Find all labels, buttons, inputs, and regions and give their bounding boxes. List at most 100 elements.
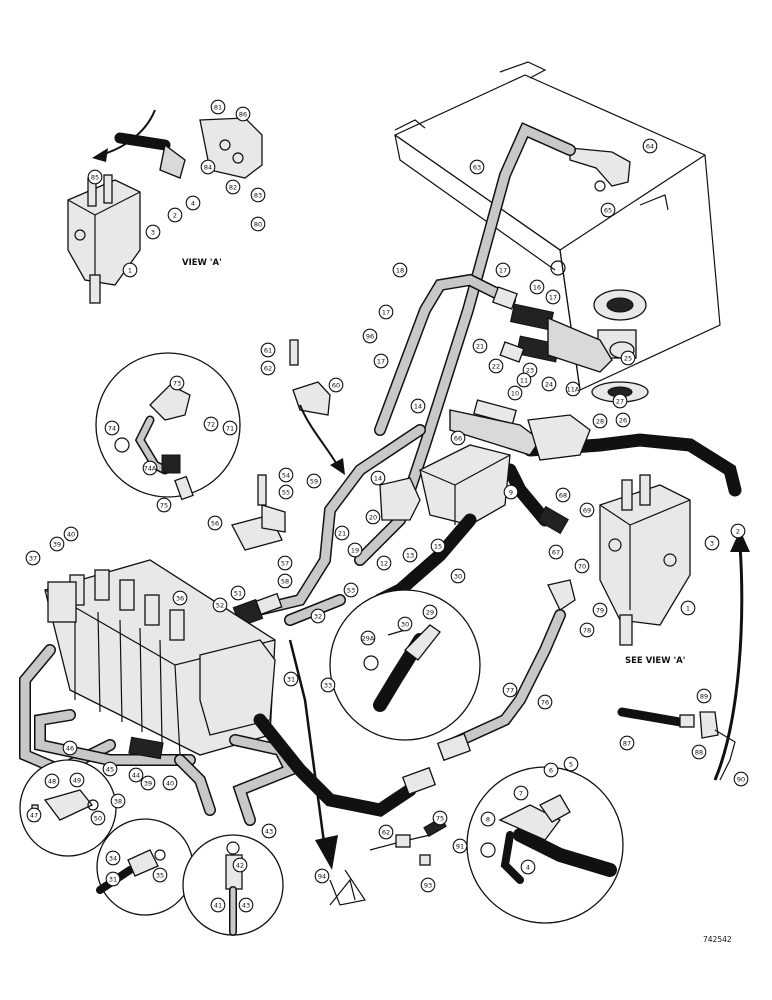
callout-label: 69 xyxy=(583,506,591,514)
callout-79: 79 xyxy=(592,602,608,618)
callout-14: 14 xyxy=(370,470,386,486)
callout-circle xyxy=(420,877,436,893)
callout-label: 45 xyxy=(106,765,114,773)
callout-88: 88 xyxy=(691,744,707,760)
callout-63: 63 xyxy=(469,159,485,175)
callout-circle xyxy=(277,555,293,571)
callout-36: 36 xyxy=(172,590,188,606)
callout-label: 31 xyxy=(109,875,117,883)
callout-circle xyxy=(212,597,228,613)
callout-label: 38 xyxy=(114,797,122,805)
callout-21: 21 xyxy=(334,525,350,541)
callout-circle xyxy=(513,785,529,801)
callout-5: 5 xyxy=(563,756,579,772)
callout-label: 81 xyxy=(214,103,222,111)
callout-61: 61 xyxy=(260,342,276,358)
callout-2: 2 xyxy=(730,523,746,539)
callout-label: 37 xyxy=(29,554,37,562)
tube-59-53 xyxy=(244,424,426,626)
callout-label: 46 xyxy=(66,744,74,752)
callout-label: 43 xyxy=(265,827,273,835)
callout-circle xyxy=(283,671,299,687)
callout-11A: 11A xyxy=(565,381,581,397)
callout-label: 26 xyxy=(619,416,627,424)
callout-8: 8 xyxy=(480,811,496,827)
hose-75 xyxy=(253,713,437,817)
callout-circle xyxy=(696,688,712,704)
callout-12: 12 xyxy=(376,555,392,571)
callout-45: 45 xyxy=(102,761,118,777)
callout-74A: 74A xyxy=(142,460,158,476)
callout-label: 34 xyxy=(109,854,117,862)
callout-71: 71 xyxy=(222,420,238,436)
callout-label: 50 xyxy=(94,814,102,822)
callout-label: 5 xyxy=(569,760,573,768)
callout-circle xyxy=(520,859,536,875)
callout-circle xyxy=(619,735,635,751)
callout-circle xyxy=(222,420,238,436)
callout-17: 17 xyxy=(378,304,394,320)
callout-3: 3 xyxy=(145,224,161,240)
callout-65: 65 xyxy=(600,202,616,218)
callout-label: 77 xyxy=(506,686,514,694)
bracket-56 xyxy=(231,474,286,551)
callout-label: 74 xyxy=(108,424,116,432)
callout-4: 4 xyxy=(520,859,536,875)
callout-17: 17 xyxy=(373,353,389,369)
callout-39: 39 xyxy=(140,775,156,791)
callout-38: 38 xyxy=(110,793,126,809)
callout-label: 68 xyxy=(559,491,567,499)
callout-6: 6 xyxy=(543,762,559,778)
callout-90: 90 xyxy=(733,771,749,787)
callout-55: 55 xyxy=(278,484,294,500)
callout-label: 78 xyxy=(583,626,591,634)
callout-label: 18 xyxy=(396,266,404,274)
detail-view-29 xyxy=(329,589,481,741)
callout-69: 69 xyxy=(579,502,595,518)
callout-circle xyxy=(328,377,344,393)
callout-circle xyxy=(516,372,532,388)
callout-75: 75 xyxy=(432,810,448,826)
callout-label: 30 xyxy=(401,620,409,628)
callout-circle xyxy=(145,224,161,240)
callout-label: 67 xyxy=(552,548,560,556)
callout-18: 18 xyxy=(392,262,408,278)
callout-circle xyxy=(579,502,595,518)
callout-label: 28 xyxy=(596,417,604,425)
callout-label: 1 xyxy=(686,604,690,612)
callout-40: 40 xyxy=(63,526,79,542)
callout-59: 59 xyxy=(306,473,322,489)
fitting-80 xyxy=(289,339,331,416)
callout-label: 11 xyxy=(520,376,528,384)
callout-85: 85 xyxy=(87,169,103,185)
callout-circle xyxy=(495,262,511,278)
elbow-fitting-64 xyxy=(569,147,631,192)
callout-circle xyxy=(314,868,330,884)
callout-circle xyxy=(502,682,518,698)
callout-label: 33 xyxy=(324,681,332,689)
callout-84: 84 xyxy=(200,159,216,175)
callout-circle xyxy=(343,582,359,598)
callout-label: 10 xyxy=(511,389,519,397)
callout-circle xyxy=(600,202,616,218)
callout-circle xyxy=(548,544,564,560)
callout-37: 37 xyxy=(25,550,41,566)
callout-label: 13 xyxy=(406,551,414,559)
callout-label: 84 xyxy=(204,163,212,171)
callout-label: 56 xyxy=(211,519,219,527)
callout-circle xyxy=(370,470,386,486)
callout-circle xyxy=(362,328,378,344)
callout-circle xyxy=(250,216,266,232)
callout-circle xyxy=(378,304,394,320)
callout-label: 7 xyxy=(519,789,523,797)
callout-circle xyxy=(63,526,79,542)
callout-31: 31 xyxy=(283,671,299,687)
callout-70: 70 xyxy=(574,558,590,574)
callout-label: 32 xyxy=(314,612,322,620)
callout-47: 47 xyxy=(26,807,42,823)
callout-circle xyxy=(691,744,707,760)
hose-9 xyxy=(503,463,569,535)
callout-48: 48 xyxy=(44,773,60,789)
callout-label: 14 xyxy=(374,474,382,482)
callout-label: 11A xyxy=(567,385,580,393)
